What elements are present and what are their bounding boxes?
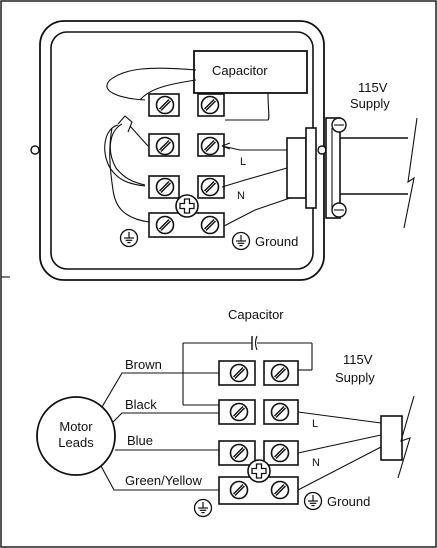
ground-label: Ground	[255, 234, 298, 249]
screw-icon	[155, 136, 175, 156]
line-label: L	[312, 418, 318, 430]
supply-label: 115V	[343, 352, 373, 367]
screw-icon	[270, 402, 290, 422]
cord-clamp	[325, 117, 341, 219]
cable-break-mark	[397, 395, 415, 479]
neutral-conductor	[297, 434, 382, 454]
ground-icon	[231, 231, 251, 251]
motor-lead-wire	[109, 123, 146, 186]
arrowhead	[221, 142, 231, 150]
neutral-label: N	[312, 457, 320, 469]
wire-brown-label: Brown	[125, 357, 162, 372]
motor-leads-circle	[36, 396, 116, 476]
supply-label: 115V	[358, 80, 388, 95]
top-wiring-diagram: Capacitor	[30, 20, 418, 281]
wire-green-yellow	[100, 465, 219, 491]
line-label: L	[240, 156, 246, 168]
wire-green-yellow-label: Green/Yellow	[125, 473, 202, 488]
screw-icon	[270, 480, 290, 500]
cord-grip	[286, 137, 307, 199]
neutral-conductor	[221, 167, 288, 188]
screw-icon	[229, 480, 249, 500]
screw-icon	[200, 95, 220, 115]
capacitor-plate	[254, 335, 258, 351]
motor-label: Leads	[58, 435, 94, 450]
mounting-hole-icon	[30, 145, 40, 155]
screw-icon	[229, 443, 249, 463]
motor-lead-wire	[129, 125, 149, 147]
screw-icon	[155, 177, 175, 197]
motor-lead-wire	[109, 127, 150, 223]
ground-icon	[119, 228, 139, 248]
screw-icon	[229, 402, 249, 422]
screw-icon	[200, 136, 220, 156]
ground-bolt-icon	[247, 459, 271, 483]
capacitor-wire	[139, 79, 197, 101]
neutral-label: N	[237, 190, 245, 202]
motor-lead-wire	[117, 115, 133, 133]
wire-black	[112, 412, 219, 423]
screw-icon	[200, 215, 220, 235]
supply-label: Supply	[335, 370, 375, 385]
wire-black-label: Black	[125, 397, 157, 412]
capacitor-wire	[106, 67, 197, 101]
capacitor-box	[193, 50, 308, 94]
wire-blue-label: Blue	[127, 433, 153, 448]
ground-conductor	[223, 197, 291, 227]
wire-brown	[101, 372, 219, 408]
screw-icon	[229, 363, 249, 383]
line-conductor	[297, 411, 382, 424]
bottom-schematic: Capacitor Motor Leads Brown Bl	[36, 307, 415, 518]
ground-icon	[303, 491, 323, 511]
mounting-hole-icon	[317, 145, 327, 155]
line-conductor	[221, 145, 287, 151]
screw-icon	[155, 95, 175, 115]
capacitor-label: Capacitor	[228, 307, 284, 322]
cord-connector	[305, 127, 317, 209]
screw-icon	[155, 215, 175, 235]
supply-cable-end	[380, 415, 403, 461]
capacitor-label: Capacitor	[212, 63, 268, 78]
screw-icon	[270, 443, 290, 463]
screw-icon	[270, 363, 290, 383]
supply-label: Supply	[350, 96, 390, 111]
ground-bolt-icon	[175, 194, 199, 218]
ground-label: Ground	[327, 494, 370, 509]
ground-conductor	[297, 446, 382, 491]
cable-break-mark	[403, 117, 418, 229]
ground-icon	[193, 498, 213, 518]
capacitor-wire	[225, 92, 270, 121]
screw-icon	[200, 177, 220, 197]
motor-label: Motor	[59, 419, 93, 434]
